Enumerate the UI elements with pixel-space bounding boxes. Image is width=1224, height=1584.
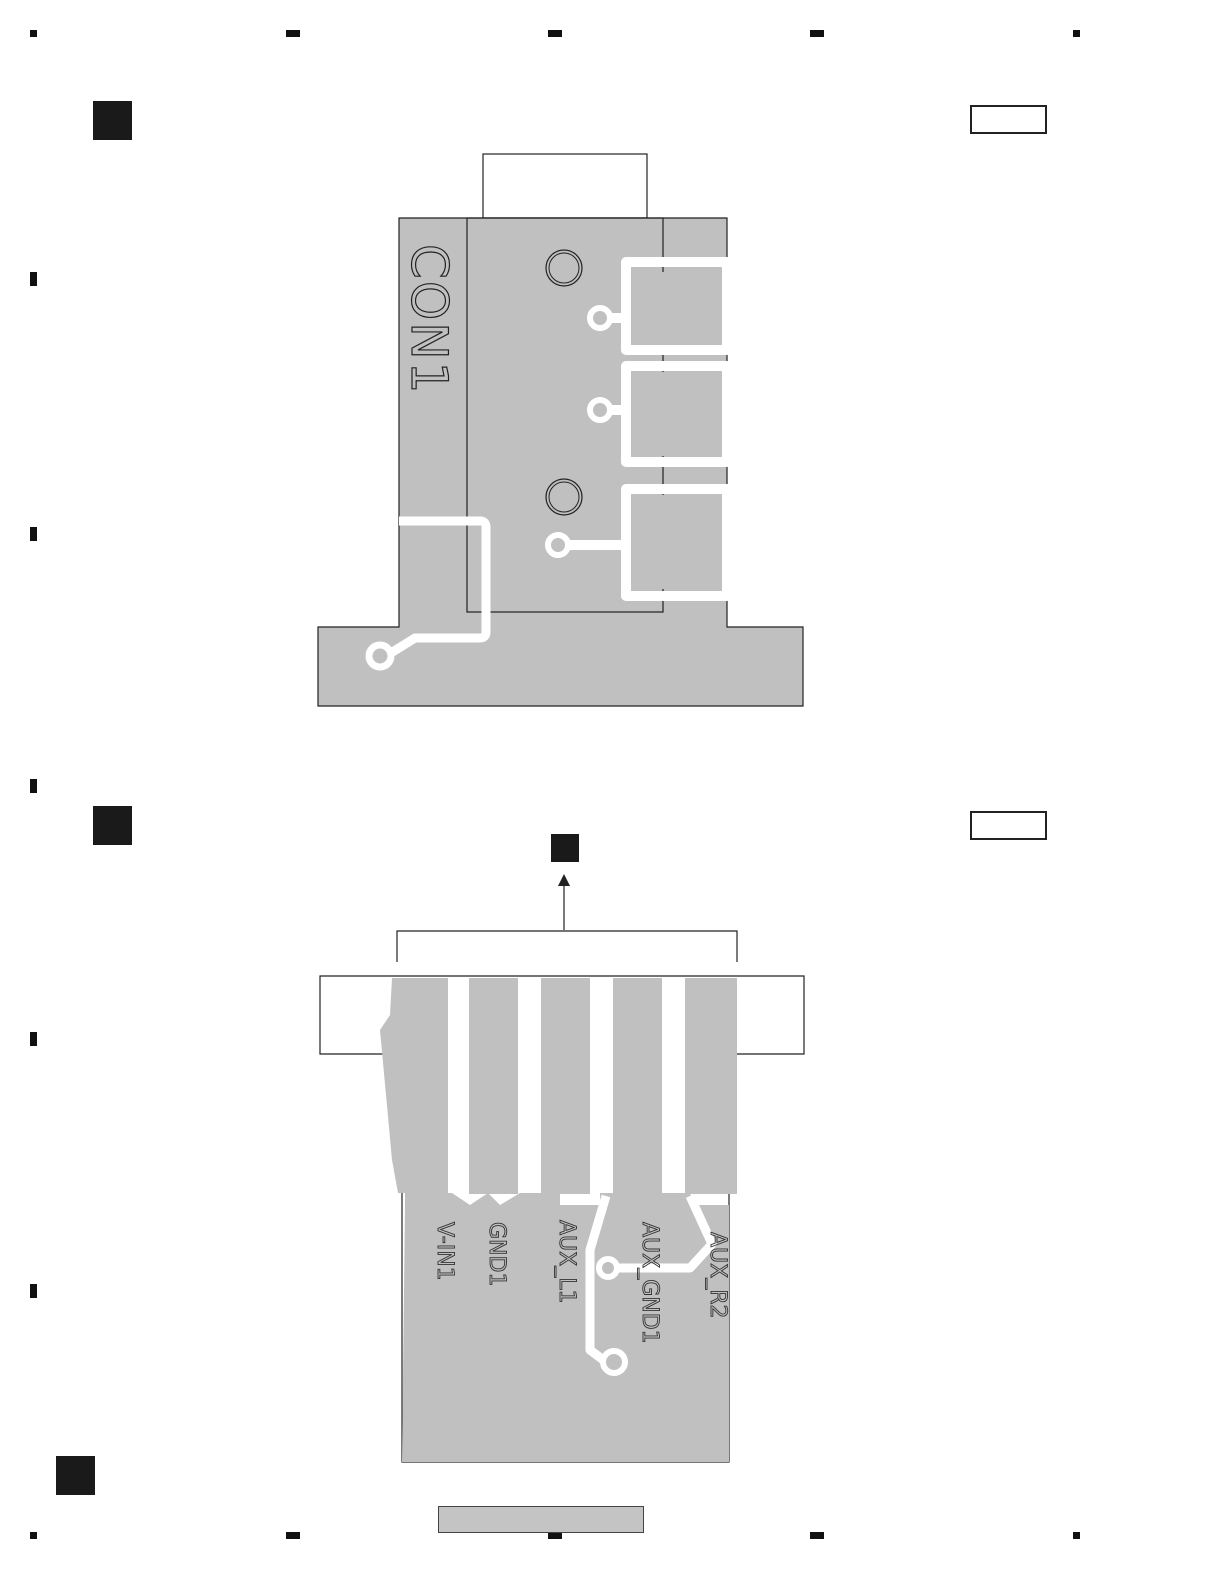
pad-3	[631, 495, 719, 589]
via-2	[590, 400, 610, 420]
pin-label-gnd1: GND1	[484, 1222, 509, 1286]
finger-pad-2	[469, 978, 518, 1194]
via-3	[548, 535, 568, 555]
pin-label-v-in1: V-IN1	[432, 1222, 457, 1281]
finger-pad-5	[685, 978, 737, 1194]
registration-mark-bottom-2	[286, 1532, 300, 1539]
pin-label-aux-gnd1: AUX_GND1	[637, 1222, 662, 1344]
registration-mark-bottom-1	[30, 1532, 37, 1539]
connector-plug-outline	[483, 154, 647, 218]
registration-mark-bottom-4	[810, 1532, 824, 1539]
aux-l1-via	[603, 1351, 625, 1373]
pcb-top-view: CON1	[0, 0, 1224, 760]
registration-mark-bottom-5	[1073, 1532, 1080, 1539]
pin-label-aux-l1: AUX_L1	[554, 1220, 579, 1303]
page-footer-bar	[438, 1506, 644, 1533]
pin-group-bracket	[397, 931, 737, 962]
finger-pad-3	[541, 978, 590, 1194]
pcb-bottom-view: V-IN1 GND1 AUX_L1 AUX_GND1 AUX_R2	[0, 760, 1224, 1480]
registration-mark-bottom-3	[548, 1532, 562, 1539]
aux-r2-via	[599, 1259, 617, 1277]
finger-pad-4	[613, 978, 662, 1194]
pin-label-aux-r2: AUX_R2	[705, 1232, 730, 1319]
connector-ref-label: CON1	[400, 244, 458, 395]
pad-2	[631, 372, 722, 456]
lower-left-via	[369, 645, 391, 667]
pad-1	[631, 272, 719, 345]
connection-arrow-head	[558, 874, 570, 886]
via-1	[590, 308, 610, 328]
